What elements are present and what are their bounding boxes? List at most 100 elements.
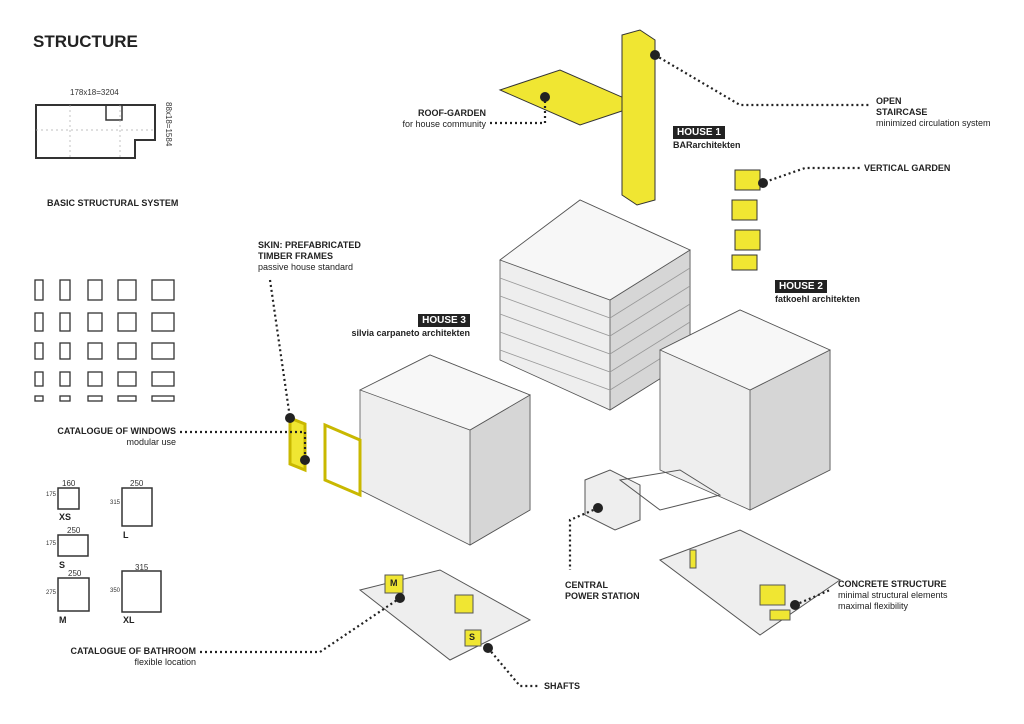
bath-xl: XL bbox=[123, 615, 135, 625]
bath-l-h: 315 bbox=[110, 500, 121, 506]
floor-line bbox=[499, 303, 691, 355]
leader-dots bbox=[285, 50, 800, 653]
house-1-label: HOUSE 1 BARarchitekten bbox=[673, 122, 741, 151]
window-type bbox=[59, 395, 71, 402]
width-dimension: 178x18=3204 bbox=[70, 88, 119, 97]
window-type bbox=[34, 342, 44, 360]
window-type bbox=[117, 342, 137, 360]
staircase-label: OPEN STAIRCASE minimized circulation sys… bbox=[876, 96, 991, 129]
window-type bbox=[117, 312, 137, 332]
house-2-label: HOUSE 2 fatkoehl architekten bbox=[775, 276, 860, 305]
house-2-tag: HOUSE 2 bbox=[775, 280, 827, 293]
bath-m-h: 275 bbox=[46, 590, 57, 596]
window-type bbox=[151, 371, 175, 387]
bath-xs-w: 160 bbox=[62, 479, 76, 488]
bath-s-h: 175 bbox=[46, 541, 57, 547]
bath-xs: XS bbox=[59, 512, 72, 522]
bathroom-title: CATALOGUE OF BATHROOM bbox=[70, 646, 197, 656]
roof-garden-label: ROOF-GARDEN for house community bbox=[340, 108, 486, 130]
window-type bbox=[34, 279, 44, 301]
power-station-label: CENTRAL POWER STATION bbox=[565, 580, 640, 602]
bathroom-label: CATALOGUE OF BATHROOM flexible location bbox=[20, 646, 197, 668]
bath-m-w: 250 bbox=[68, 569, 82, 578]
floor-line bbox=[499, 285, 691, 337]
structural-plan bbox=[35, 104, 156, 159]
windows-title: CATALOGUE OF WINDOWS bbox=[57, 426, 176, 436]
skin-title-2: TIMBER FRAMES bbox=[258, 251, 333, 261]
concrete-title: CONCRETE STRUCTURE bbox=[838, 579, 947, 589]
bathroom-plans bbox=[57, 487, 162, 613]
window-type bbox=[151, 342, 175, 360]
window-type bbox=[59, 342, 71, 360]
window-type bbox=[87, 312, 103, 332]
skin-label: SKIN: PREFABRICATED TIMBER FRAMES passiv… bbox=[258, 240, 361, 273]
shaft-box-m: M bbox=[390, 578, 398, 588]
window-type bbox=[151, 395, 175, 402]
bath-s: S bbox=[59, 560, 66, 570]
window-type bbox=[151, 312, 175, 332]
structural-system-label: BASIC STRUCTURAL SYSTEM bbox=[47, 198, 179, 208]
house-1-building bbox=[499, 199, 691, 411]
concrete-sub-1: minimal structural elements bbox=[838, 590, 948, 600]
leader-lines bbox=[180, 54, 870, 688]
staircase-sub: minimized circulation system bbox=[876, 118, 991, 128]
window-type bbox=[59, 371, 71, 387]
concrete-sub-2: maximal flexibility bbox=[838, 601, 909, 611]
bath-s-w: 250 bbox=[67, 526, 81, 535]
windows-sub: modular use bbox=[126, 437, 176, 447]
house-2-building bbox=[659, 309, 831, 511]
window-type bbox=[117, 395, 137, 402]
staircase-title-2: STAIRCASE bbox=[876, 107, 928, 117]
skin-title-1: SKIN: PREFABRICATED bbox=[258, 240, 361, 250]
window-type bbox=[87, 342, 103, 360]
house-1-architect: BARarchitekten bbox=[673, 140, 741, 150]
house-3-tag: HOUSE 3 bbox=[418, 314, 470, 327]
depth-dimension: 88x18=1584 bbox=[164, 102, 173, 147]
vertical-garden-element bbox=[731, 169, 761, 271]
house-1-tag: HOUSE 1 bbox=[673, 126, 725, 139]
floor-line bbox=[499, 321, 691, 373]
bath-xl-w: 315 bbox=[135, 563, 149, 572]
windows-label: CATALOGUE OF WINDOWS modular use bbox=[40, 426, 176, 448]
house-2-architect: fatkoehl architekten bbox=[775, 294, 861, 304]
power-station-title-2: POWER STATION bbox=[565, 591, 640, 601]
bath-m: M bbox=[59, 615, 67, 625]
shaft-box-s: S bbox=[469, 632, 476, 642]
window-catalogue bbox=[34, 279, 175, 402]
window-type bbox=[59, 279, 71, 301]
window-type bbox=[117, 371, 137, 387]
staircase-title-1: OPEN bbox=[876, 96, 902, 106]
bath-xl-h: 350 bbox=[110, 588, 121, 594]
window-type bbox=[87, 279, 103, 301]
floor-line bbox=[499, 267, 691, 319]
bath-l-w: 250 bbox=[130, 479, 144, 488]
page-title: STRUCTURE bbox=[33, 32, 138, 51]
window-type bbox=[117, 279, 137, 301]
window-type bbox=[34, 371, 44, 387]
house-3-label: HOUSE 3 silvia carpaneto architekten bbox=[330, 310, 470, 339]
vertical-garden-label: VERTICAL GARDEN bbox=[864, 163, 951, 173]
skin-sub: passive house standard bbox=[258, 262, 354, 272]
window-type bbox=[151, 279, 175, 301]
roof-garden-sub: for house community bbox=[402, 119, 486, 129]
window-type bbox=[59, 312, 71, 332]
power-station-title-1: CENTRAL bbox=[565, 580, 608, 590]
bath-l: L bbox=[123, 530, 129, 540]
bath-xs-h: 175 bbox=[46, 492, 57, 498]
window-type bbox=[87, 371, 103, 387]
power-station bbox=[584, 469, 722, 531]
bathroom-sub: flexible location bbox=[134, 657, 196, 667]
house-3-architect: silvia carpaneto architekten bbox=[351, 328, 470, 338]
house-3-building bbox=[358, 354, 531, 546]
concrete-structure-base bbox=[658, 529, 841, 636]
window-type bbox=[34, 395, 44, 402]
shafts-base bbox=[358, 569, 532, 661]
staircase-tower bbox=[621, 29, 656, 206]
timber-frames bbox=[288, 415, 362, 498]
shafts-label: SHAFTS bbox=[544, 681, 580, 691]
roof-garden-slab bbox=[498, 69, 642, 126]
roof-garden-title: ROOF-GARDEN bbox=[418, 108, 486, 118]
window-type bbox=[34, 312, 44, 332]
